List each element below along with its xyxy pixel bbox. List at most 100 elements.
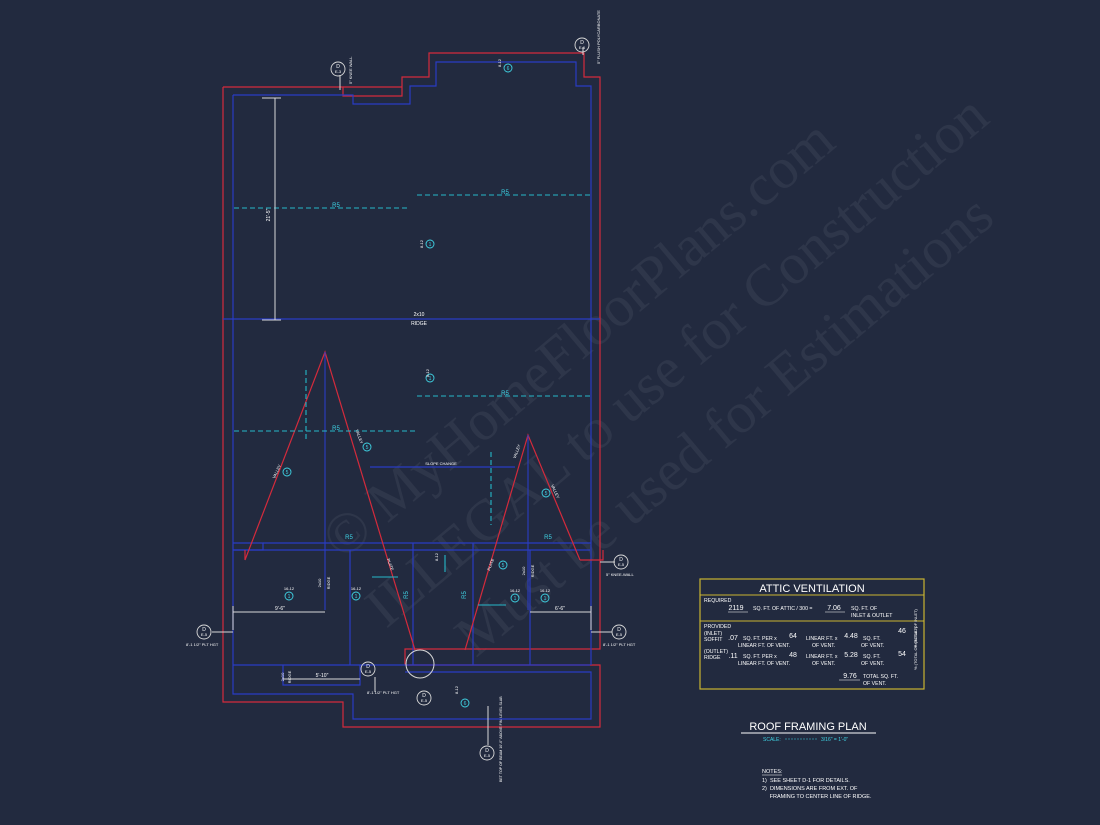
vent-ridge-ofvent: OF VENT. [812, 661, 835, 667]
slope-16-4: 16-12 [540, 588, 551, 593]
vent-soffit-ofvent2: OF VENT. [861, 643, 884, 649]
marker-lower-4 [540, 593, 550, 603]
callout-bottom-sheet: E-5 [484, 753, 491, 758]
note-2: 2) DIMENSIONS ARE FROM EXT. OF [762, 786, 858, 792]
slope-change-label: SLOPE CHANGE [425, 461, 457, 466]
outer-walls [222, 52, 601, 728]
vent-soffit-text3: SQ. FT. [863, 636, 881, 642]
plan-scale-label: SCALE: [763, 737, 781, 743]
inner-wall-main [232, 95, 592, 720]
marker-lower-2-num: 1 [355, 594, 358, 600]
vent-soffit-ofvent: OF VENT. [812, 643, 835, 649]
marker-valley-mid [362, 442, 372, 452]
marker-lower-3-num: 1 [514, 596, 517, 602]
marker-lower-1 [284, 591, 294, 601]
vent-soffit-pct: 46 [898, 628, 906, 635]
dimension-lines [212, 47, 615, 745]
vent-ridge-text3: SQ. FT. [863, 654, 881, 660]
callout-bottom-left [360, 661, 376, 677]
vent-req-text2: SQ. FT. OF [851, 606, 877, 612]
plan-scale-value: 3/16" = 1'-0" [821, 737, 848, 743]
vent-total-text: TOTAL SQ. FT. [863, 674, 898, 680]
callout-knee-letter: D [619, 557, 623, 563]
marker-lower-2 [351, 591, 361, 601]
column-circle [405, 649, 435, 679]
vent-ridge-text1: SQ. FT. PER x [743, 654, 777, 660]
label-r5-6: R5 [544, 535, 552, 541]
plt-hgt-left: 8'-1 1/2" PLT HGT [186, 642, 219, 647]
marker-bottom [460, 698, 470, 708]
ridge-size: 2x10 [414, 312, 425, 318]
marker-valley-mid-num: 5 [366, 445, 369, 451]
dim-left-text: 9'-6" [275, 606, 285, 612]
right-ridge-label: RIDGE [530, 564, 535, 577]
callout-left-letter: D [202, 627, 206, 633]
bottom-ridge-label: RIDGE [287, 670, 292, 683]
callout-center [416, 690, 432, 706]
knee-wall-top: 5" KNEE WALL [348, 56, 353, 84]
plt-hgt-right: 8'-1 1/2" PLT HGT [603, 642, 636, 647]
callout-top [330, 61, 346, 77]
vent-required-label: REQUIRED [704, 598, 732, 604]
label-r5-5: R5 [345, 535, 353, 541]
vent-total-val: 9.76 [843, 673, 857, 680]
mid-slope: 8-12 [425, 368, 430, 377]
vent-box [699, 578, 925, 690]
vent-soffit-label: SOFFIT [704, 637, 723, 643]
bottom-slope: 8-12 [454, 685, 459, 694]
valley-right-1: VALLEY [512, 443, 522, 459]
callout-top-right [574, 37, 590, 53]
marker-lower-4-num: 1 [544, 596, 547, 602]
label-r5-4: R5 [332, 426, 340, 432]
notes-heading: NOTES: [762, 769, 783, 775]
marker-top-box [503, 63, 513, 73]
callout-top-right-sheet: E-6 [579, 45, 586, 50]
dim-vertical-text: 21'-5" [266, 208, 272, 221]
plan-labels: D E-3 5" KNEE WALL D E-6 5" FLUSH POLYCA… [186, 10, 636, 782]
label-r5-8: R5 [462, 591, 468, 599]
label-r5-2: R5 [501, 190, 509, 196]
plan-title-block: ROOF FRAMING PLAN SCALE: 3/16" = 1'-0" [741, 721, 876, 743]
valley-left: VALLEY [271, 463, 282, 479]
marker-bottom-num: 6 [464, 701, 467, 707]
vent-total-text2: OF VENT. [863, 681, 886, 687]
vent-ridge-text2: LINEAR FT. x [806, 654, 838, 660]
marker-center [498, 560, 508, 570]
callout-top-right-letter: D [580, 40, 584, 46]
callout-knee-sheet: E-5 [618, 562, 625, 567]
top-box-slope: 8-12 [497, 58, 502, 67]
vent-ridge-result: 5.28 [844, 652, 858, 659]
marker-valley-left [282, 467, 292, 477]
left-ridge-label: RIDGE [326, 576, 331, 589]
marker-lower-3 [510, 593, 520, 603]
valley-mid: VALLEY [355, 429, 365, 445]
plan-title: ROOF FRAMING PLAN [749, 721, 866, 733]
dashed-lines [234, 194, 590, 525]
inner-walls [223, 61, 600, 720]
label-r5-1: R5 [332, 203, 340, 209]
note-3: FRAMING TO CENTER LINE OF RIDGE. [762, 794, 872, 800]
lower-horizontal [233, 542, 264, 551]
plt-hgt-bottom: 8'-1 1/2" PLT HGT [367, 690, 400, 695]
dim-bottom-text: 5'-10" [316, 673, 329, 679]
callout-bottom-left-letter: D [366, 664, 370, 670]
callouts [196, 37, 629, 761]
callout-bottom-left-sheet: E-5 [365, 669, 372, 674]
vent-soffit-val: .07 [728, 635, 738, 642]
vent-req-value: 7.06 [827, 605, 841, 612]
callout-center-letter: D [422, 693, 426, 699]
marker-center-num: 5 [502, 563, 505, 569]
upper-slope: 8-12 [419, 239, 424, 248]
callout-right [611, 624, 627, 640]
outer-wall-main [222, 52, 601, 728]
gable-base-right [580, 550, 604, 561]
marker-upper-num: 1 [429, 242, 432, 248]
vent-outlet-label: (OUTLET) [704, 649, 728, 655]
vent-soffit-result: 4.48 [844, 633, 858, 640]
watermark-line-2: ILLEGAL to use for Construction [353, 81, 1000, 639]
watermark: © MyHomeFloorPlans.com ILLEGAL to use fo… [309, 81, 1005, 668]
callout-knee [613, 554, 629, 570]
bottom-note: BET TOP OF BEAM 10'-0" ABOVE FIN. LEVEL … [499, 696, 503, 782]
plate-left: PLATE [386, 558, 395, 572]
